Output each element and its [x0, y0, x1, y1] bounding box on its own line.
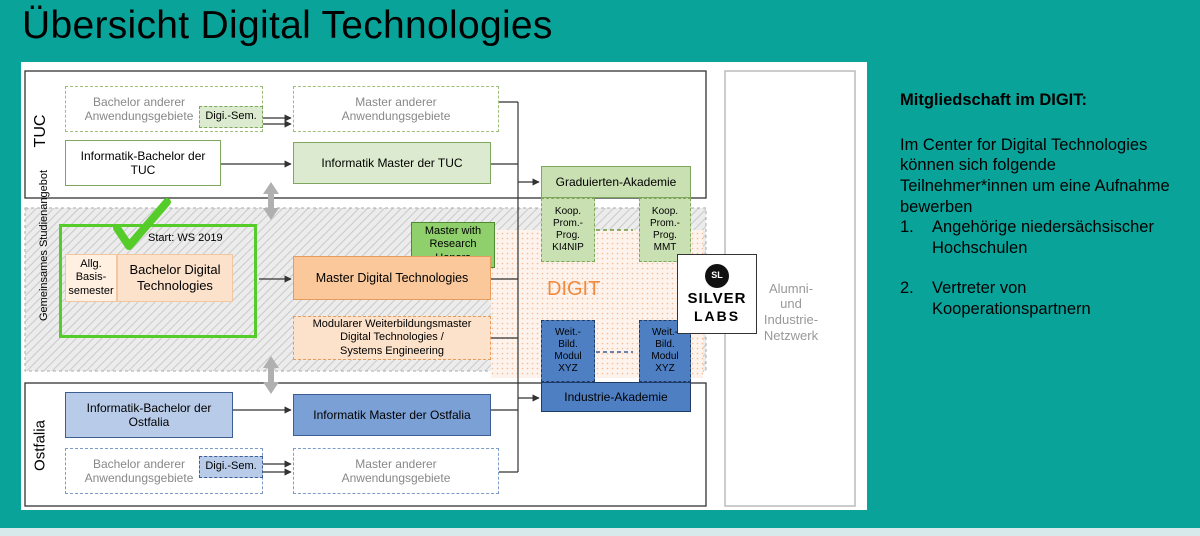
tuc-master-anderer-box: Master anderer Anwendungsgebiete [293, 86, 499, 132]
ost-bachelor-anderer-box: Bachelor anderer Anwendungsgebiete [65, 448, 263, 494]
gemeinsam-label: Gemeinsames Studienangebot [38, 169, 50, 321]
industrie-text: Industrie-Akademie [564, 389, 668, 404]
list-item-text: Angehörige niedersächsischer Hochschulen [932, 218, 1154, 257]
weit-modul-1-box: Weit.- Bild. Modul XYZ [541, 320, 595, 382]
slide-title: Übersicht Digital Technologies [22, 4, 553, 47]
ostfalia-label: Ostfalia [31, 420, 49, 471]
checkmark-icon [113, 198, 171, 250]
tuc-bachelor-anderer-box: Bachelor anderer Anwendungsgebiete [65, 86, 263, 132]
industrie-akademie-box: Industrie-Akademie [541, 382, 691, 412]
graduierten-akademie-box: Graduierten-Akademie [541, 166, 691, 198]
modular-master-box: Modularer Weiterbildungsmaster Digital T… [293, 316, 491, 360]
allg-basis-box: Allg. Basis- semester [65, 254, 117, 302]
tuc-inf-master-text: Informatik Master der TUC [321, 155, 463, 170]
labs-text: LABS [693, 307, 741, 324]
alumni-text: Alumni- und Industrie- Netzwerk [763, 280, 819, 343]
diagram-panel: TUC Gemeinsames Studienangebot Ostfalia … [21, 62, 867, 510]
ost-inf-master-box: Informatik Master der Ostfalia [293, 394, 491, 436]
bottom-strip [0, 528, 1200, 536]
sl-text: SL [711, 270, 723, 281]
membership-list-item: 2. Vertreter von Kooperationspartnern [900, 278, 1180, 319]
start-label: Start: WS 2019 [148, 232, 223, 244]
membership-heading: Mitgliedschaft im DIGIT: [900, 91, 1088, 109]
tuc-bachelor-anderer-text: Bachelor anderer Anwendungsgebiete [84, 94, 194, 123]
koop2-text: Koop. Prom.- Prog. MMT [650, 206, 680, 253]
ost-digi-sem-box: Digi.-Sem. [199, 456, 263, 478]
koop1-text: Koop. Prom.- Prog. KI4NIP [552, 206, 584, 253]
membership-info: Mitgliedschaft im DIGIT: Im Center for D… [900, 90, 1180, 320]
list-number: 1. [900, 218, 914, 237]
alumni-box: Alumni- und Industrie- Netzwerk [741, 272, 841, 352]
membership-list: 1. Angehörige niedersächsischer Hochschu… [900, 217, 1180, 320]
tuc-inf-bachelor-box: Informatik-Bachelor der TUC [65, 140, 221, 186]
ost-digi-sem-text: Digi.-Sem. [205, 460, 257, 473]
membership-intro: Im Center for Digital Technologies könne… [900, 135, 1170, 216]
tuc-digi-sem-text: Digi.-Sem. [205, 110, 257, 123]
koop-mmt-box: Koop. Prom.- Prog. MMT [639, 198, 691, 262]
koop-ki4nip-box: Koop. Prom.- Prog. KI4NIP [541, 198, 595, 262]
ost-master-anderer-box: Master anderer Anwendungsgebiete [293, 448, 499, 494]
modular-text: Modularer Weiterbildungsmaster Digital T… [312, 318, 472, 357]
ost-inf-master-text: Informatik Master der Ostfalia [313, 407, 471, 422]
ost-master-anderer-text: Master anderer Anwendungsgebiete [341, 456, 451, 485]
list-item-text: Vertreter von Kooperationspartnern [932, 279, 1091, 318]
ost-inf-bachelor-text: Informatik-Bachelor der Ostfalia [86, 400, 212, 429]
tuc-inf-master-box: Informatik Master der TUC [293, 142, 491, 184]
silver-labs-logo: SL SILVER LABS [677, 254, 757, 334]
silver-labs-emblem-icon: SL [705, 263, 729, 288]
tuc-inf-bachelor-text: Informatik-Bachelor der TUC [80, 148, 206, 177]
digit-label: DIGIT [547, 278, 601, 300]
ost-bachelor-anderer-text: Bachelor anderer Anwendungsgebiete [84, 456, 194, 485]
membership-list-item: 1. Angehörige niedersächsischer Hochschu… [900, 217, 1180, 258]
master-dt-box: Master Digital Technologies [293, 256, 491, 300]
list-number: 2. [900, 279, 914, 298]
weit-modul-2-box: Weit.- Bild. Modul XYZ [639, 320, 691, 382]
tuc-label: TUC [32, 114, 49, 148]
tuc-digi-sem-box: Digi.-Sem. [199, 106, 263, 128]
silver-text: SILVER [687, 289, 747, 307]
weit1-text: Weit.- Bild. Modul XYZ [554, 327, 582, 374]
bachelor-dt-text: Bachelor Digital Technologies [129, 262, 221, 293]
ost-inf-bachelor-box: Informatik-Bachelor der Ostfalia [65, 392, 233, 438]
bachelor-dt-box: Bachelor Digital Technologies [117, 254, 233, 302]
graduierten-text: Graduierten-Akademie [555, 174, 677, 189]
allg-text: Allg. Basis- semester [68, 258, 114, 297]
master-dt-text: Master Digital Technologies [315, 270, 469, 285]
weit2-text: Weit.- Bild. Modul XYZ [651, 327, 679, 374]
tuc-master-anderer-text: Master anderer Anwendungsgebiete [341, 94, 451, 123]
bachelor-dt-frame [59, 224, 257, 338]
